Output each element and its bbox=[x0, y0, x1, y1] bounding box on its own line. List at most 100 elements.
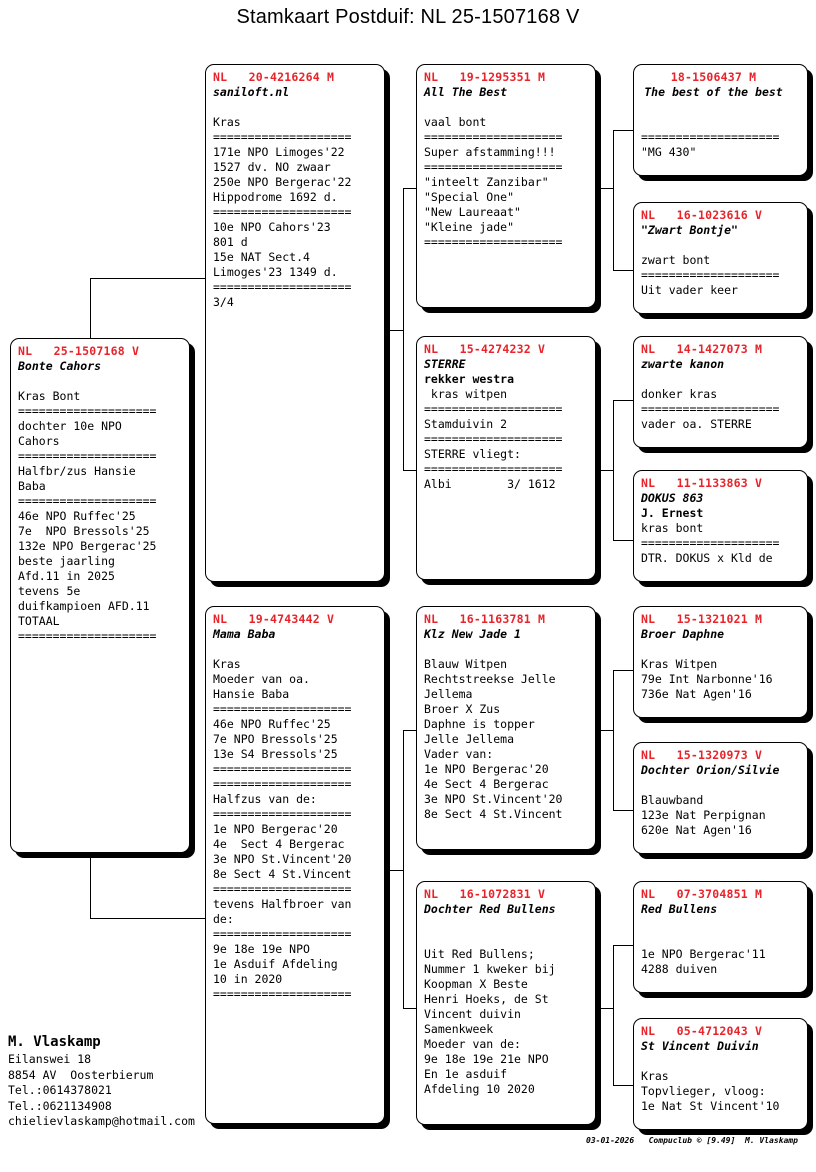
detail-line: Henri Hoeks, de St bbox=[424, 992, 549, 1006]
detail-line: ==================== bbox=[213, 882, 352, 896]
connector-gen1b-in bbox=[385, 870, 404, 871]
detail-line: En 1e asduif bbox=[424, 1067, 508, 1081]
detail-line: ==================== bbox=[18, 494, 157, 508]
pedigree-box-gen2-4[interactable]: NL 16-1072831 V Dochter Red Bullens Uit … bbox=[416, 881, 596, 1125]
detail-line: 4e Sect 4 Bergerac bbox=[213, 837, 345, 851]
pedigree-box-gen2-3[interactable]: NL 16-1163781 M Klz New Jade 1 Blauw Wit… bbox=[416, 606, 596, 850]
detail-line: 1527 dv. NO zwaar bbox=[213, 160, 331, 174]
detail-line: Kras bbox=[641, 1069, 669, 1083]
detail-line bbox=[424, 100, 588, 115]
detail-line: vaal bont bbox=[424, 115, 487, 129]
gen3-2-name: "Zwart Bontje" bbox=[641, 223, 738, 237]
detail-line bbox=[641, 917, 800, 932]
detail-line: 7e NPO Bressols'25 bbox=[18, 524, 150, 538]
connector-gen2a-bottom bbox=[613, 270, 635, 271]
detail-line: tevens 5e bbox=[18, 584, 81, 598]
detail-line: Halfzus van de: bbox=[213, 792, 317, 806]
detail-line: 3e NPO St.Vincent'20 bbox=[213, 852, 352, 866]
detail-line: 4288 duiven bbox=[641, 962, 718, 976]
detail-line: ==================== bbox=[424, 160, 563, 174]
detail-line: 1e NPO Bergerac'20 bbox=[424, 762, 549, 776]
pedigree-box-gen1-father[interactable]: NL 20-4216264 M saniloft.nl Kras ========… bbox=[205, 64, 385, 582]
detail-line: ==================== bbox=[213, 280, 352, 294]
detail-line: "MG 430" bbox=[641, 145, 697, 159]
connector-gen1a-top bbox=[403, 188, 417, 189]
gen1-father-name: saniloft.nl bbox=[213, 85, 290, 99]
gen2-3-ring-number: NL 16-1163781 M bbox=[424, 612, 546, 626]
detail-line: ==================== bbox=[213, 807, 352, 821]
detail-line: 1e Nat St Vincent'10 bbox=[641, 1099, 780, 1113]
connector-gen1a-bottom bbox=[403, 470, 417, 471]
gen2-1-name: All The Best bbox=[424, 85, 508, 99]
detail-line: duifkampioen AFD.11 bbox=[18, 599, 150, 613]
detail-line bbox=[213, 100, 377, 115]
detail-line: ==================== bbox=[213, 205, 352, 219]
pedigree-box-gen3-4[interactable]: NL 11-1133863 V DOKUS 863 J. Ernest kras… bbox=[633, 470, 808, 582]
subject-ring-number: NL 25-1507168 V bbox=[18, 344, 140, 358]
page-title: Stamkaart Postduif: NL 25-1507168 V bbox=[236, 6, 580, 28]
detail-line: vader oa. STERRE bbox=[641, 417, 752, 431]
detail-line bbox=[213, 642, 377, 657]
pedigree-box-gen3-1[interactable]: 18-1506437 M The best of the best ======… bbox=[633, 64, 808, 176]
pedigree-box-subject[interactable]: NL 25-1507168 V Bonte Cahors Kras Bont==… bbox=[10, 338, 190, 853]
detail-line: ==================== bbox=[424, 130, 563, 144]
pedigree-box-gen3-6[interactable]: NL 15-1320973 V Dochter Orion/Silvie Bla… bbox=[633, 742, 808, 854]
detail-line bbox=[641, 115, 800, 130]
detail-line: 9e 18e 19e NPO bbox=[213, 942, 310, 956]
gen2-1-ring-number: NL 19-1295351 M bbox=[424, 70, 546, 84]
connector-gen2d-vertical bbox=[613, 945, 614, 1085]
gen3-3-details: donker kras====================vader oa.… bbox=[641, 372, 800, 432]
detail-line: Rechtstreekse Jelle bbox=[424, 672, 556, 686]
detail-line: tevens Halfbroer van bbox=[213, 897, 352, 911]
pedigree-box-gen2-2[interactable]: NL 15-4274232 V STERRE rekker westra kra… bbox=[416, 336, 596, 580]
detail-line: donker kras bbox=[641, 387, 718, 401]
pedigree-box-gen3-7[interactable]: NL 07-3704851 M Red Bullens 1e NPO Berge… bbox=[633, 881, 808, 993]
detail-line bbox=[641, 778, 800, 793]
connector-gen2a-top bbox=[613, 130, 635, 131]
detail-line: 1e NPO Bergerac'11 bbox=[641, 947, 766, 961]
connector-gen2a-vertical bbox=[613, 130, 614, 270]
detail-line: Uit Red Bullens; bbox=[424, 947, 535, 961]
detail-line: Cahors bbox=[18, 434, 60, 448]
gen3-1-name: The best of the best bbox=[644, 85, 783, 99]
pedigree-box-gen3-2[interactable]: NL 16-1023616 V "Zwart Bontje" zwart bon… bbox=[633, 202, 808, 314]
gen2-2-ring-number: NL 15-4274232 V bbox=[424, 342, 546, 356]
detail-line: Afd.11 in 2025 bbox=[18, 569, 115, 583]
detail-line: ==================== bbox=[424, 235, 563, 249]
gen1-father-ring-number: NL 20-4216264 M bbox=[213, 70, 335, 84]
connector-gen2c-bottom bbox=[613, 810, 635, 811]
gen3-4-ring-number: NL 11-1133863 V bbox=[641, 476, 763, 490]
detail-line: Albi 3/ 1612 bbox=[424, 477, 556, 491]
detail-line: Moeder van oa. bbox=[213, 672, 310, 686]
connector-gen2b-in bbox=[596, 470, 614, 471]
detail-line: Super afstamming!!! bbox=[424, 145, 556, 159]
pedigree-box-gen3-3[interactable]: NL 14-1427073 M zwarte kanon donker kras… bbox=[633, 336, 808, 448]
gen3-3-name: zwarte kanon bbox=[641, 357, 725, 371]
gen3-6-name: Dochter Orion/Silvie bbox=[641, 763, 780, 777]
gen3-8-name: St Vincent Duivin bbox=[641, 1039, 759, 1053]
detail-line: ==================== bbox=[213, 702, 352, 716]
detail-line: ==================== bbox=[213, 927, 352, 941]
detail-line bbox=[641, 100, 800, 115]
detail-line: 801 d bbox=[213, 235, 248, 249]
detail-line: 171e NPO Limoges'22 bbox=[213, 145, 345, 159]
pedigree-box-gen2-1[interactable]: NL 19-1295351 M All The Best vaal bont==… bbox=[416, 64, 596, 308]
detail-line bbox=[641, 1054, 800, 1069]
gen3-3-ring-number: NL 14-1427073 M bbox=[641, 342, 763, 356]
detail-line: Hansie Baba bbox=[213, 687, 290, 701]
detail-line: Kras bbox=[213, 115, 241, 129]
detail-line: Hippodrome 1692 d. bbox=[213, 190, 338, 204]
connector-gen2d-top bbox=[613, 945, 635, 946]
pedigree-box-gen3-5[interactable]: NL 15-1321021 M Broer Daphne Kras Witpen… bbox=[633, 606, 808, 718]
detail-line: Limoges'23 1349 d. bbox=[213, 265, 338, 279]
detail-line bbox=[424, 642, 588, 657]
